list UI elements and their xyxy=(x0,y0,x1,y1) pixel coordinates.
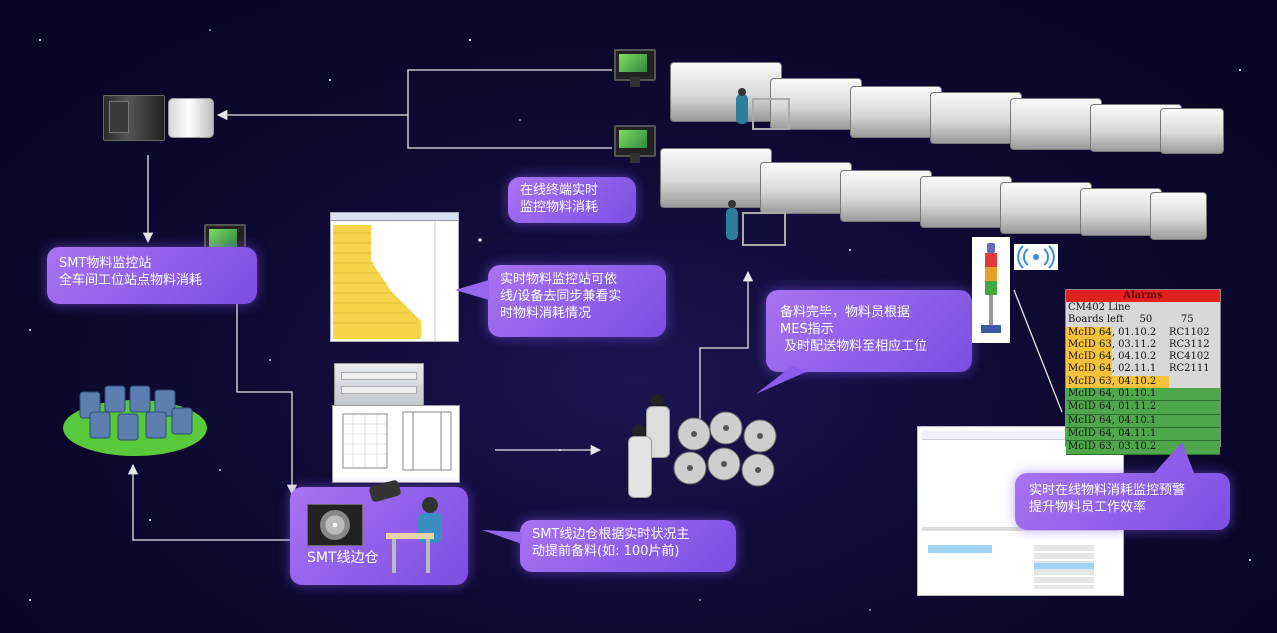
operator-cart-icon xyxy=(732,88,792,140)
online-terminal-line-2: 监控物料消耗 xyxy=(520,200,599,215)
alarm-panel: Alarms CM402 Line Boards left 50 75 McID… xyxy=(1065,289,1221,455)
material-worker-reels-icon xyxy=(626,388,790,500)
worker-desk-icon xyxy=(386,497,456,577)
realtime-station-line-2: 线/设备去同步兼看实 xyxy=(500,289,622,304)
alarm-row: McID 64, 02.11.1 RC2111 xyxy=(1066,363,1220,376)
database-cluster-icon xyxy=(63,385,207,456)
warning-node: 实时在线物料消耗监控预警 提升物料员工作效率 xyxy=(1015,473,1230,530)
alarm-row: McID 64, 01.10.2 RC1102 xyxy=(1066,326,1220,339)
server-icon xyxy=(103,95,165,141)
side-warehouse-note-line-2: 动提前备料(如: 100片前) xyxy=(532,544,680,559)
alarm-line-name: CM402 Line xyxy=(1068,302,1131,313)
realtime-station-node: 实时物料监控站可依 线/设备去同步兼看实 时物料消耗情况 xyxy=(488,265,666,337)
smt-production-line-1 xyxy=(650,56,1224,154)
line-2-terminal-icon xyxy=(614,125,656,163)
smt-station-node: SMT物料监控站 全车间工位站点物料消耗 xyxy=(47,247,257,304)
alarm-row: McID 64, 01.10.1 xyxy=(1066,388,1220,402)
reel-photo xyxy=(307,504,363,546)
alarm-panel-title: Alarms xyxy=(1066,290,1220,302)
prep-done-line-1: 备料完毕，物料员根据 xyxy=(780,305,911,320)
realtime-station-line-3: 时物料消耗情况 xyxy=(500,306,592,321)
callout-pointer xyxy=(455,280,489,300)
smt-side-warehouse-node: SMT线边仓 xyxy=(290,479,468,585)
storage-icon xyxy=(168,98,214,138)
warning-line-1: 实时在线物料消耗监控预警 xyxy=(1029,483,1186,498)
online-terminal-line-1: 在线终端实时 xyxy=(520,183,599,198)
warning-line-2: 提升物料员工作效率 xyxy=(1029,500,1147,515)
line-1-terminal-icon xyxy=(614,49,656,87)
alarm-row: McID 64, 04.10.1 xyxy=(1066,414,1220,428)
alarm-row: McID 64, 01.11.2 xyxy=(1066,401,1220,415)
smt-station-line-1: SMT物料监控站 xyxy=(59,256,152,271)
alarm-row: McID 63, 04.10.2 xyxy=(1066,375,1220,389)
prep-done-node: 备料完毕，物料员根据 MES指示 及时配送物料至相应工位 xyxy=(766,290,972,372)
smt-station-line-2: 全车间工位站点物料消耗 xyxy=(59,273,203,288)
side-warehouse-note: SMT线边仓根据实时状况主 动提前备料(如: 100片前) xyxy=(520,520,736,572)
realtime-software-screenshot xyxy=(330,212,459,342)
prep-done-line-3: 及时配送物料至相应工位 xyxy=(780,339,928,354)
callout-pointer xyxy=(482,530,522,544)
operator-cart-icon xyxy=(722,200,786,258)
alarm-boards-left: Boards left 50 75 xyxy=(1068,314,1194,326)
signal-tower-light-icon xyxy=(972,237,1010,343)
alarm-row: McID 64, 04.10.2 RC4102 xyxy=(1066,351,1220,364)
wireless-signal-icon xyxy=(1014,244,1058,270)
online-terminal-node: 在线终端实时 监控物料消耗 xyxy=(508,177,636,223)
smt-side-warehouse-label: SMT线边仓 xyxy=(307,550,379,566)
prep-done-line-2: MES指示 xyxy=(780,322,834,337)
callout-pointer xyxy=(756,366,806,394)
realtime-station-line-1: 实时物料监控站可依 xyxy=(500,272,618,287)
callout-pointer xyxy=(1150,442,1196,478)
reel-rack-photo xyxy=(332,405,460,483)
material-rack-photo xyxy=(334,363,424,409)
alarm-row: McID 63, 03.11.2 RC3112 xyxy=(1066,338,1220,352)
alarm-row: McID 64, 04.11.1 xyxy=(1066,427,1220,442)
smt-production-line-2 xyxy=(650,140,1207,240)
side-warehouse-note-line-1: SMT线边仓根据实时状况主 xyxy=(532,527,690,542)
